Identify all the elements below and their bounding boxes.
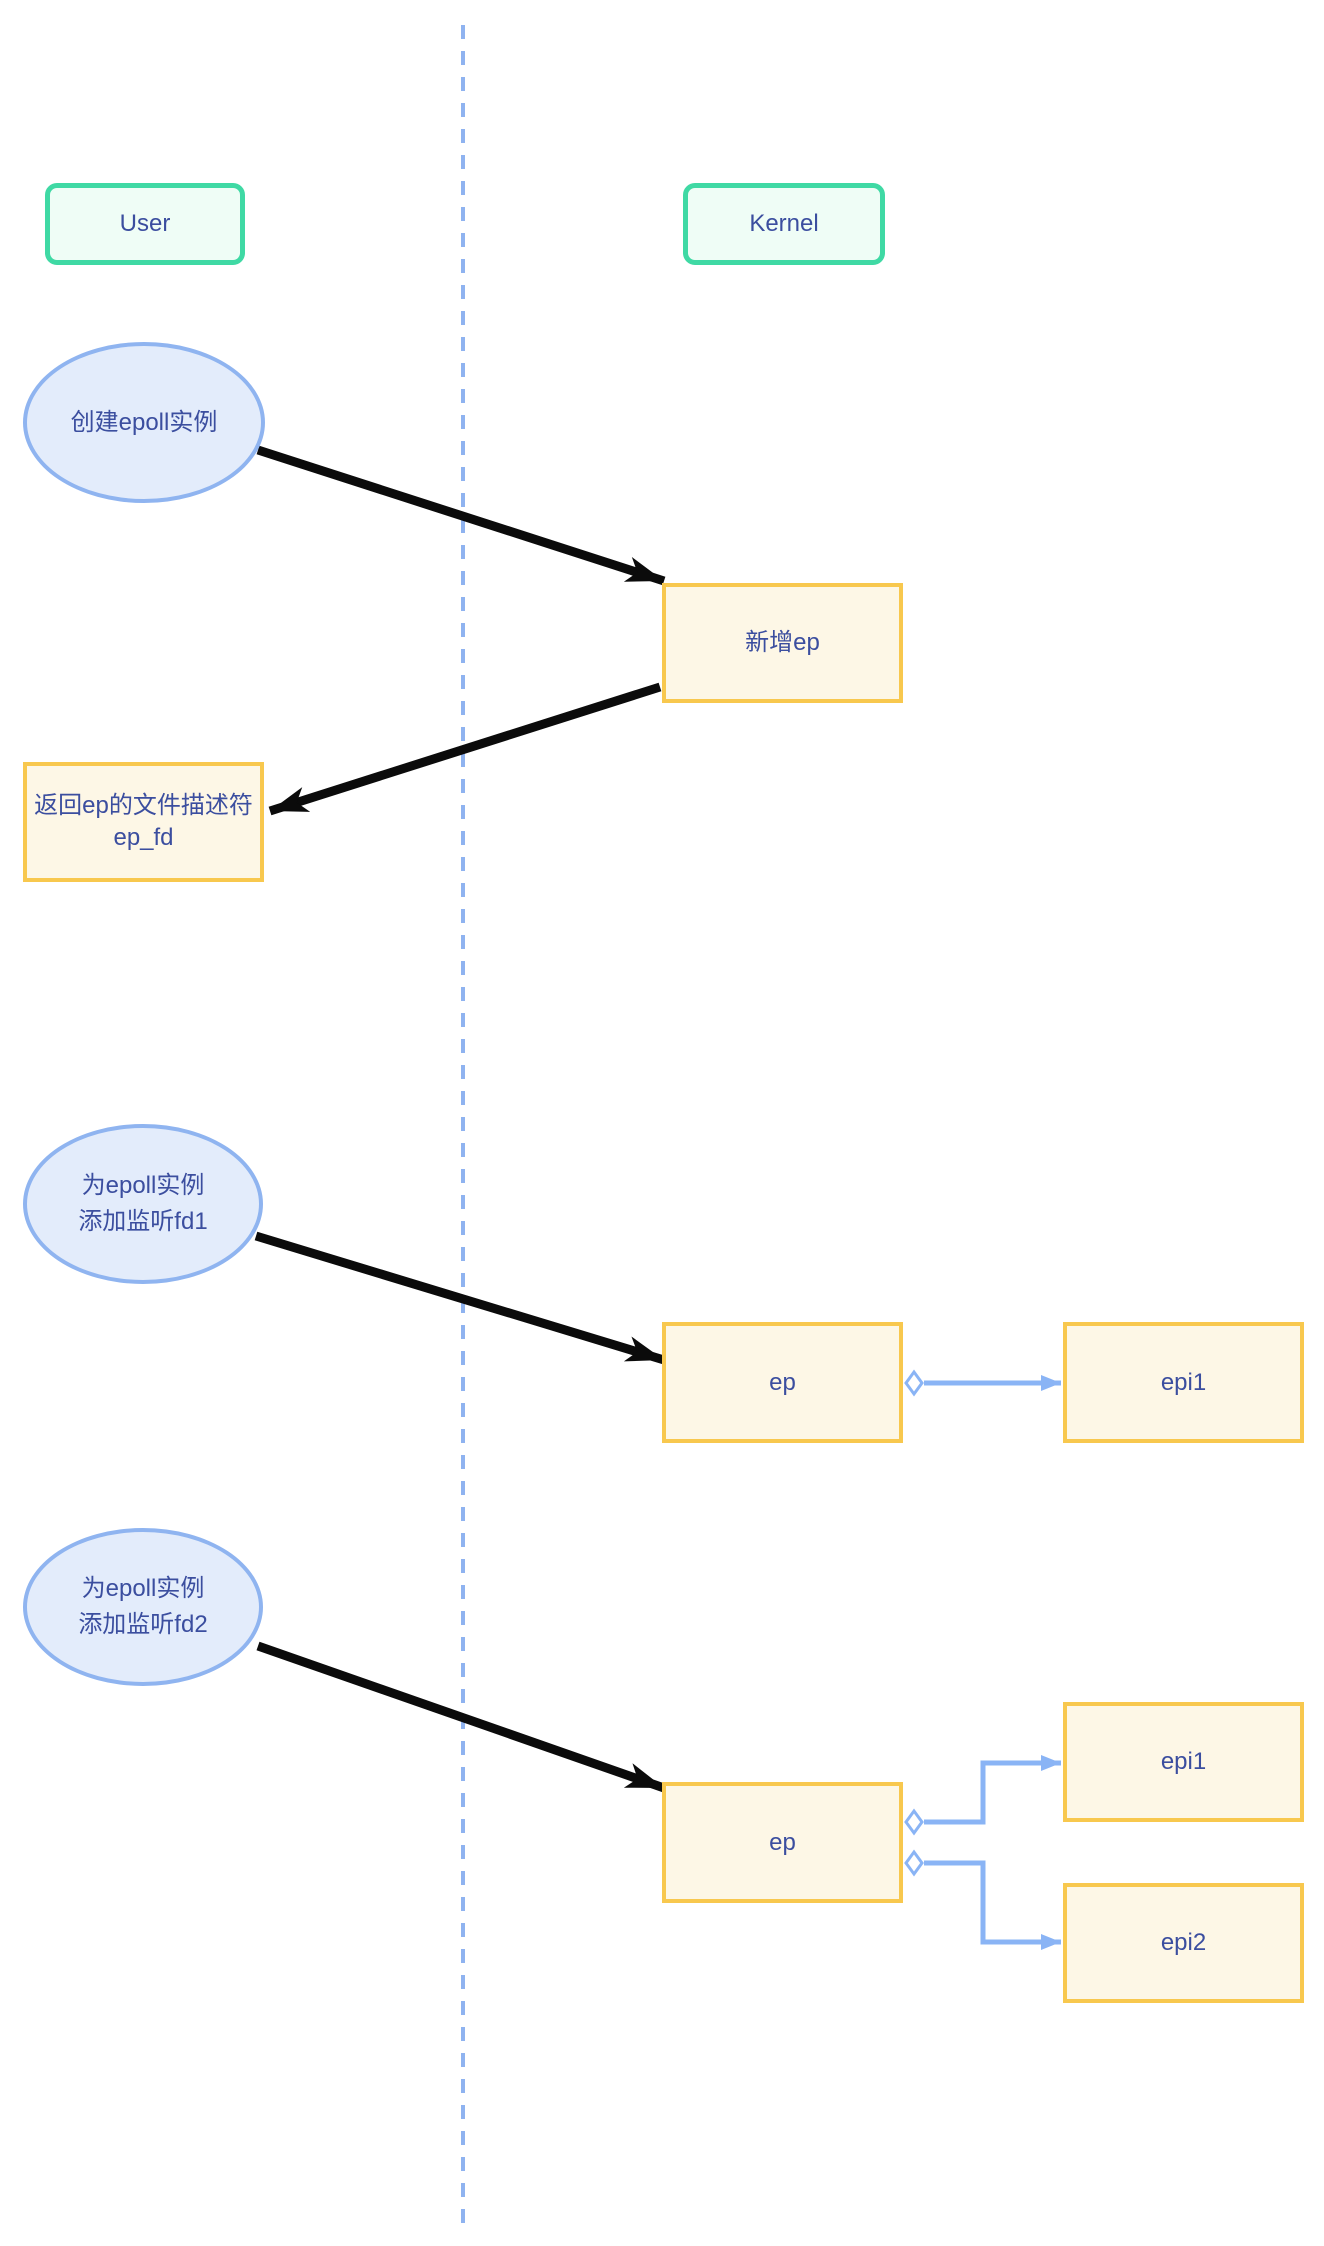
aggregation-diamond-row2 [904,1369,924,1397]
add-fd2-label-line2: 添加监听fd2 [78,1611,208,1638]
return-epfd-label-line1: 返回ep的文件描述符 [34,792,253,819]
add-fd2-label-line1: 为epoll实例 [81,1575,205,1602]
arrow-add-fd2-to-ep [256,1641,666,1793]
epi1-box-row3: epi1 [1063,1702,1304,1822]
ep-box-row3: ep [662,1782,903,1903]
add-ep-box: 新增ep [662,583,903,703]
arrow-add-fd1-to-ep [254,1231,666,1365]
user-lane-label: User [119,210,171,237]
epi1-box-row2: epi1 [1063,1322,1304,1443]
ep-label-row2: ep [769,1368,796,1396]
add-fd1-label-line2: 添加监听fd1 [78,1208,208,1235]
epi2-box-row3: epi2 [1063,1883,1304,2003]
kernel-lane-label: Kernel [749,210,819,237]
aggregation-diamond-row3-upper [904,1808,924,1836]
return-epfd-label-line2: ep_fd [113,824,174,851]
kernel-lane-box: Kernel [683,183,885,265]
epi2-label-row3: epi2 [1160,1929,1207,1956]
user-lane-box: User [45,183,245,265]
aggregation-diamond-row3-lower [904,1849,924,1877]
connector-ep-to-epi1-row3 [924,1755,1061,1825]
create-epoll-ellipse: 创建epoll实例 [23,342,265,503]
epi1-label-row2: epi1 [1160,1368,1207,1396]
arrow-add-ep-to-return-fd [268,682,662,816]
add-fd1-label-line1: 为epoll实例 [81,1172,205,1199]
ep-label-row3: ep [769,1828,796,1856]
add-fd1-ellipse: 为epoll实例 添加监听fd1 [23,1124,263,1284]
ep-box-row2: ep [662,1322,903,1443]
epi1-label-row3: epi1 [1160,1748,1207,1775]
add-fd2-ellipse: 为epoll实例 添加监听fd2 [23,1528,263,1686]
create-epoll-label: 创建epoll实例 [70,408,218,436]
add-ep-label: 新增ep [745,629,820,656]
connector-ep-to-epi2-row3 [924,1860,1061,1950]
arrow-create-epoll-to-add-ep [256,445,666,586]
return-epfd-box: 返回ep的文件描述符 ep_fd [23,762,264,882]
